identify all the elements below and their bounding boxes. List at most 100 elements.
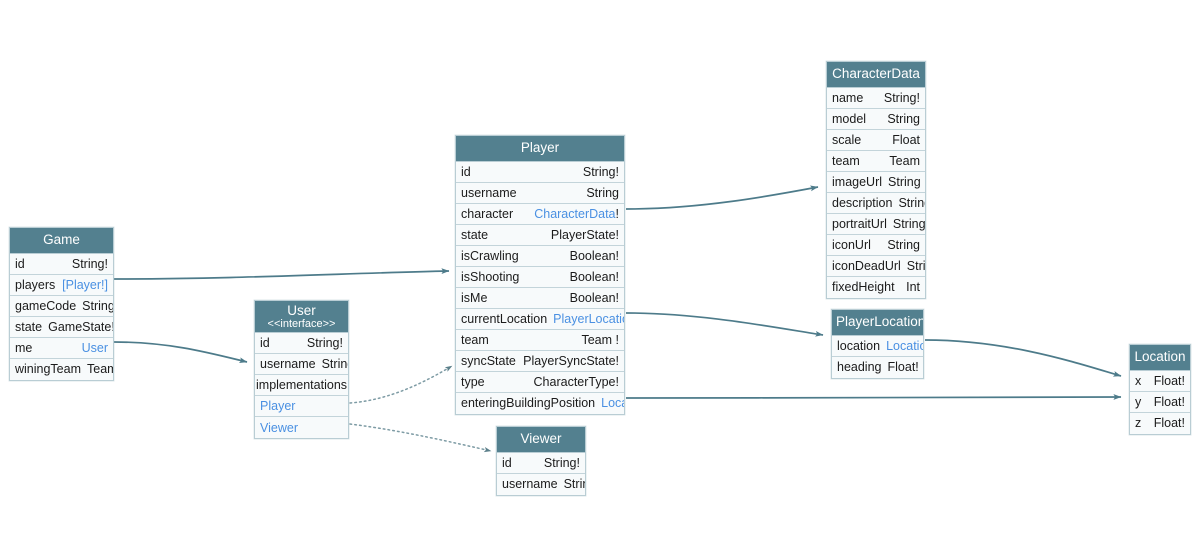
field-game-winingteam[interactable]: winingTeam Team	[10, 358, 113, 380]
field-type[interactable]: PlayerLocation!	[553, 312, 624, 326]
entity-location[interactable]: Location x Float! y Float! z Float!	[1129, 344, 1191, 435]
field-name[interactable]: Viewer	[260, 420, 298, 435]
field-location-x[interactable]: x Float!	[1130, 370, 1190, 392]
field-characterdata-team[interactable]: team Team	[827, 150, 925, 172]
entity-viewer[interactable]: Viewer id String! username String	[496, 426, 586, 496]
field-player-syncstate[interactable]: syncState PlayerSyncState!	[456, 350, 624, 372]
field-game-id[interactable]: id String!	[10, 253, 113, 275]
field-type: Team	[889, 153, 920, 168]
field-characterdata-portraiturl[interactable]: portraitUrl String	[827, 213, 925, 235]
field-user-id[interactable]: id String!	[255, 333, 348, 355]
field-player-team[interactable]: team Team !	[456, 329, 624, 351]
field-player-isshooting[interactable]: isShooting Boolean!	[456, 266, 624, 288]
field-location-y[interactable]: y Float!	[1130, 391, 1190, 413]
field-playerlocation-location[interactable]: location Location!	[832, 335, 923, 357]
field-game-gamecode[interactable]: gameCode String!	[10, 295, 113, 317]
field-type[interactable]: CharacterData!	[534, 207, 619, 221]
field-name: isMe	[461, 290, 488, 305]
entity-location-title: Location	[1134, 349, 1186, 364]
field-characterdata-icondeadurl[interactable]: iconDeadUrl String	[827, 255, 925, 277]
field-characterdata-fixedheight[interactable]: fixedHeight Int	[827, 276, 925, 298]
field-player-type[interactable]: type CharacterType!	[456, 371, 624, 393]
field-type: String!	[543, 455, 580, 470]
field-type: String	[888, 174, 921, 189]
field-user-impl-player[interactable]: Player	[255, 396, 348, 418]
field-type: String	[887, 237, 920, 252]
field-player-isme[interactable]: isMe Boolean!	[456, 287, 624, 309]
field-game-me[interactable]: me User	[10, 337, 113, 359]
field-name: username	[260, 357, 316, 372]
field-viewer-username[interactable]: username String	[497, 473, 585, 495]
field-type: String!	[82, 298, 113, 313]
field-type[interactable]: [Player!]	[62, 277, 108, 292]
field-name: portraitUrl	[832, 216, 887, 231]
edge-player-currentlocation-to-playerlocation	[625, 312, 824, 337]
field-type: String!	[306, 336, 343, 351]
field-player-iscrawling[interactable]: isCrawling Boolean!	[456, 245, 624, 267]
field-player-character[interactable]: character CharacterData!	[456, 203, 624, 225]
entity-user[interactable]: User <<interface>> id String! username S…	[254, 300, 349, 440]
entity-characterdata[interactable]: CharacterData name String! model String …	[826, 61, 926, 299]
field-name: state	[15, 319, 43, 334]
entity-player[interactable]: Player id String! username String charac…	[455, 135, 625, 415]
field-name: username	[502, 477, 558, 492]
field-player-currentlocation[interactable]: currentLocation PlayerLocation!	[456, 308, 624, 330]
field-type: PlayerState!	[550, 227, 619, 242]
entity-game[interactable]: Game id String! players [Player!] gameCo…	[9, 227, 114, 381]
field-type-link[interactable]: CharacterData	[534, 206, 616, 221]
field-name: iconUrl	[832, 237, 871, 252]
field-viewer-id[interactable]: id String!	[497, 452, 585, 474]
edge-game-players-to-player	[113, 268, 450, 280]
field-type[interactable]: Location!	[886, 339, 923, 353]
field-type[interactable]: Location	[601, 396, 624, 411]
field-name: team	[832, 153, 860, 168]
field-name: isShooting	[461, 269, 520, 284]
field-player-enteringbuildingposition[interactable]: enteringBuildingPosition Location	[456, 392, 624, 414]
field-characterdata-description[interactable]: description String	[827, 192, 925, 214]
field-game-state[interactable]: state GameState!	[10, 316, 113, 338]
field-type: Float!	[887, 360, 919, 375]
field-player-state[interactable]: state PlayerState!	[456, 224, 624, 246]
field-type: Team	[87, 362, 113, 377]
field-game-players[interactable]: players [Player!]	[10, 274, 113, 296]
field-location-z[interactable]: z Float!	[1130, 412, 1190, 434]
field-type-link[interactable]: Location	[886, 338, 923, 353]
field-type: PlayerSyncState!	[523, 353, 619, 368]
entity-player-title: Player	[520, 140, 560, 155]
field-name: enteringBuildingPosition	[461, 396, 596, 411]
field-name: isCrawling	[461, 248, 519, 263]
field-user-username[interactable]: username String	[255, 354, 348, 376]
edge-player-enteringbuildingposition-to-location	[625, 394, 1122, 400]
field-player-username[interactable]: username String	[456, 182, 624, 204]
entity-user-title: User	[287, 303, 316, 318]
field-name: winingTeam	[15, 362, 82, 377]
entity-viewer-header: Viewer	[497, 427, 585, 453]
field-type: String	[892, 216, 925, 231]
entity-game-title: Game	[43, 232, 80, 247]
field-playerlocation-heading[interactable]: heading Float!	[832, 356, 923, 378]
field-name: y	[1135, 394, 1142, 409]
field-name: players	[15, 277, 56, 292]
entity-viewer-title: Viewer	[520, 431, 562, 446]
field-type: CharacterType!	[533, 374, 619, 389]
field-name: name	[832, 90, 864, 105]
field-name: me	[15, 340, 33, 355]
field-type: Boolean!	[569, 248, 619, 263]
field-characterdata-name[interactable]: name String!	[827, 87, 925, 109]
field-type[interactable]: User	[81, 340, 108, 355]
entity-player-header: Player	[456, 136, 624, 162]
field-player-id[interactable]: id String!	[456, 161, 624, 183]
field-characterdata-iconurl[interactable]: iconUrl String	[827, 234, 925, 256]
field-type: String	[586, 185, 619, 200]
entity-location-header: Location	[1130, 345, 1190, 371]
field-type-link[interactable]: PlayerLocation	[553, 311, 624, 326]
field-type: String	[887, 111, 920, 126]
field-characterdata-scale[interactable]: scale Float	[827, 129, 925, 151]
field-name: currentLocation	[461, 311, 548, 326]
field-characterdata-model[interactable]: model String	[827, 108, 925, 130]
field-characterdata-imageurl[interactable]: imageUrl String	[827, 171, 925, 193]
field-name[interactable]: Player	[260, 399, 296, 414]
entity-playerlocation[interactable]: PlayerLocation location Location! headin…	[831, 309, 924, 379]
field-name: team	[461, 332, 489, 347]
field-user-impl-viewer[interactable]: Viewer	[255, 417, 348, 439]
